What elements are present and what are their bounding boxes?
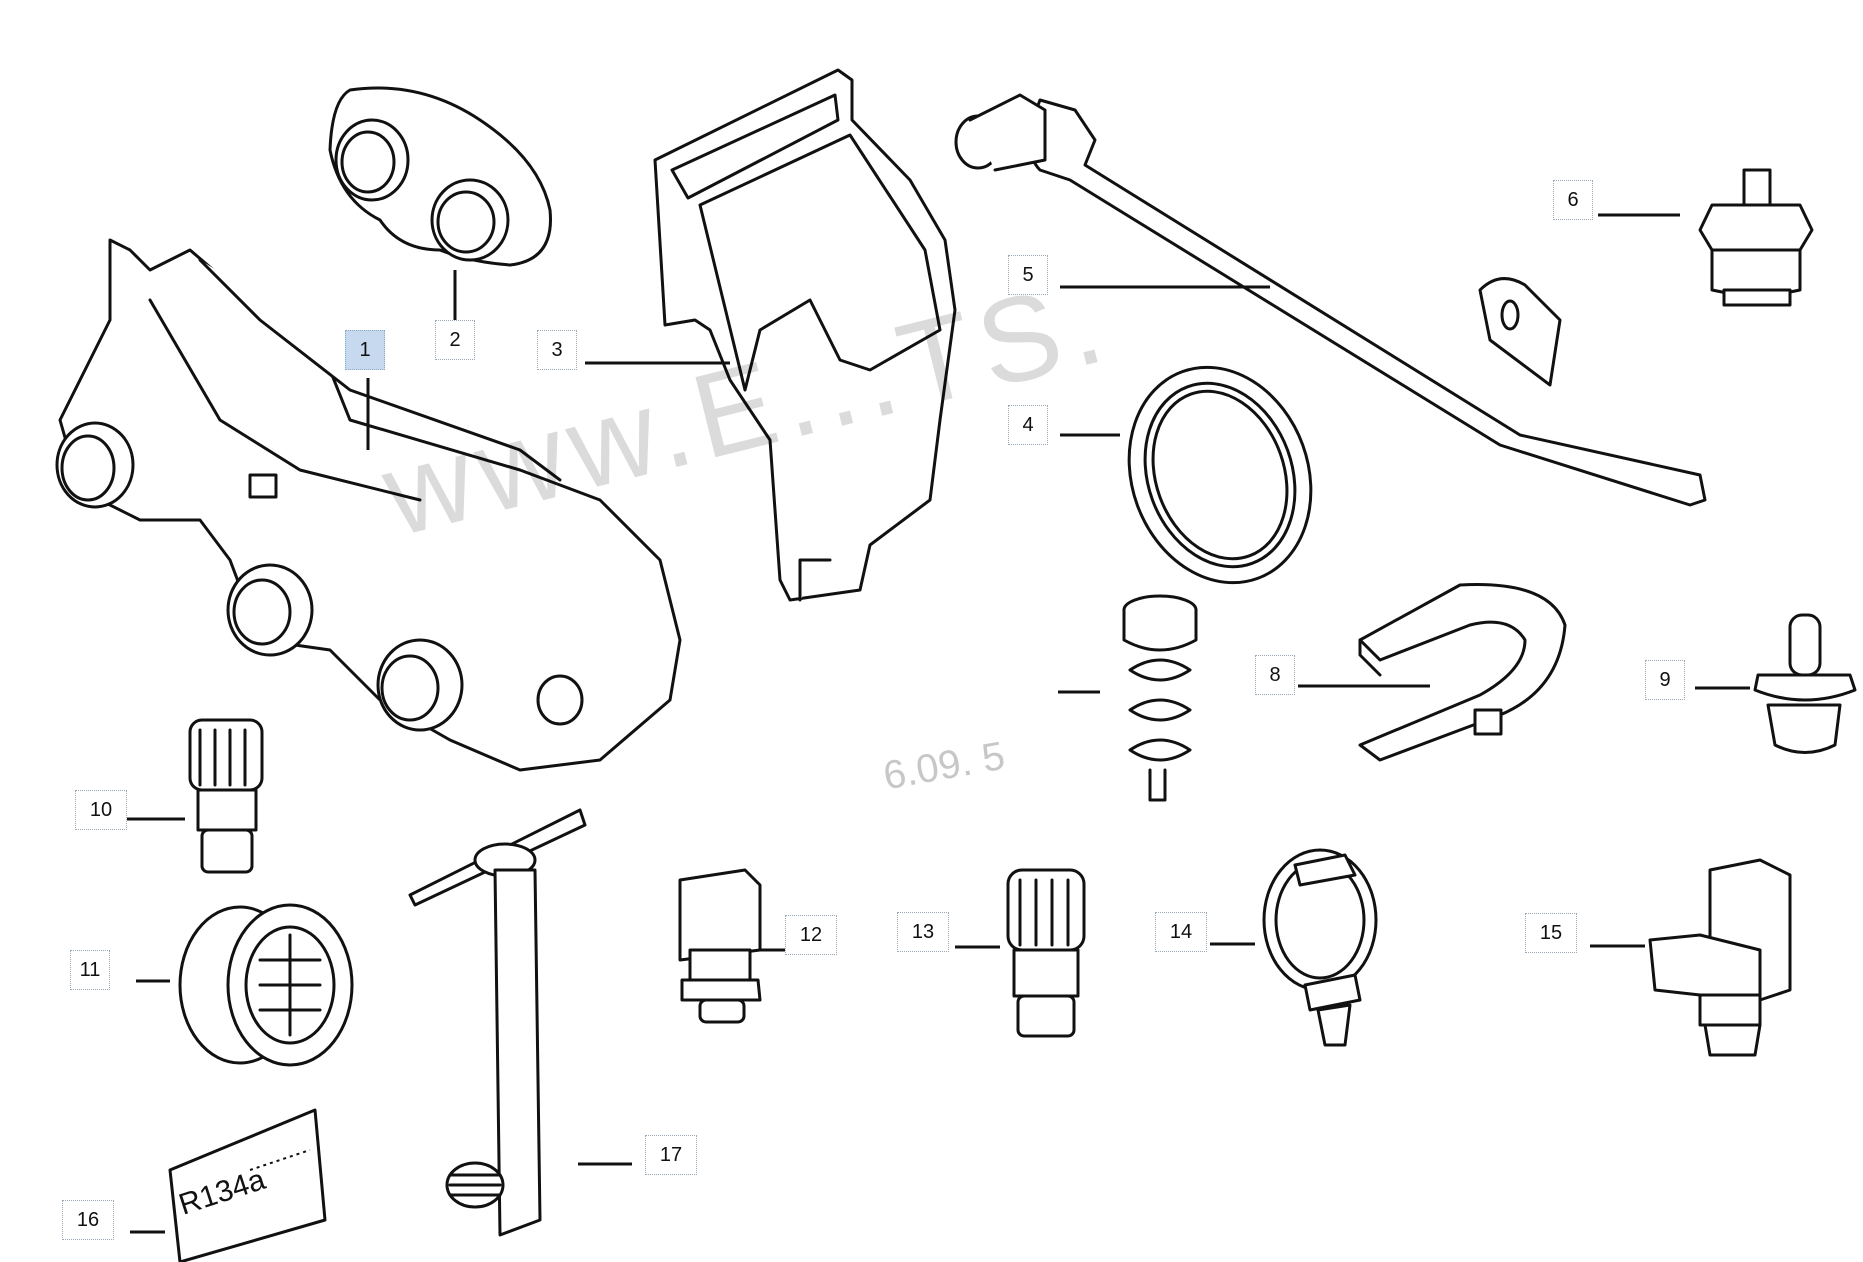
part-17-support-rod bbox=[408, 808, 587, 1237]
part-16-refrigerant-label bbox=[168, 1108, 327, 1262]
callout-13[interactable]: 13 bbox=[897, 912, 949, 952]
part-14-hose-clamp bbox=[1262, 848, 1378, 1047]
callout-17[interactable]: 17 bbox=[645, 1135, 697, 1175]
leader-lines bbox=[127, 213, 1750, 1234]
callout-3[interactable]: 3 bbox=[537, 330, 577, 370]
part-9-push-rivet bbox=[1753, 613, 1857, 754]
part-3-air-duct bbox=[653, 68, 957, 602]
part-13-valve-cap bbox=[1006, 868, 1086, 1038]
part-2-double-grommet bbox=[328, 86, 552, 267]
part-7-screw-fastener bbox=[1122, 594, 1198, 802]
part-6-stud-mount bbox=[1698, 168, 1814, 307]
part-4-seal-ring bbox=[1127, 365, 1313, 585]
callout-5[interactable]: 5 bbox=[1008, 255, 1048, 295]
callout-2[interactable]: 2 bbox=[435, 320, 475, 360]
callout-16[interactable]: 16 bbox=[62, 1200, 114, 1240]
callout-1[interactable]: 1 bbox=[345, 330, 385, 370]
part-8-wire-clip bbox=[1358, 583, 1567, 762]
callout-6[interactable]: 6 bbox=[1553, 180, 1593, 220]
part-15-pipe-clip bbox=[1648, 858, 1792, 1057]
callout-8[interactable]: 8 bbox=[1255, 655, 1295, 695]
part-5-drain-tube bbox=[954, 93, 1707, 507]
callout-11[interactable]: 11 bbox=[70, 950, 110, 990]
callout-9[interactable]: 9 bbox=[1645, 660, 1685, 700]
callout-14[interactable]: 14 bbox=[1155, 912, 1207, 952]
part-12-hex-fitting bbox=[678, 868, 762, 1024]
part-1-heater-housing bbox=[55, 238, 682, 772]
part-10-valve-cap bbox=[188, 718, 264, 874]
callout-10[interactable]: 10 bbox=[75, 790, 127, 830]
part-11-plug bbox=[178, 903, 354, 1067]
callout-12[interactable]: 12 bbox=[785, 915, 837, 955]
callout-4[interactable]: 4 bbox=[1008, 405, 1048, 445]
callout-15[interactable]: 15 bbox=[1525, 913, 1577, 953]
